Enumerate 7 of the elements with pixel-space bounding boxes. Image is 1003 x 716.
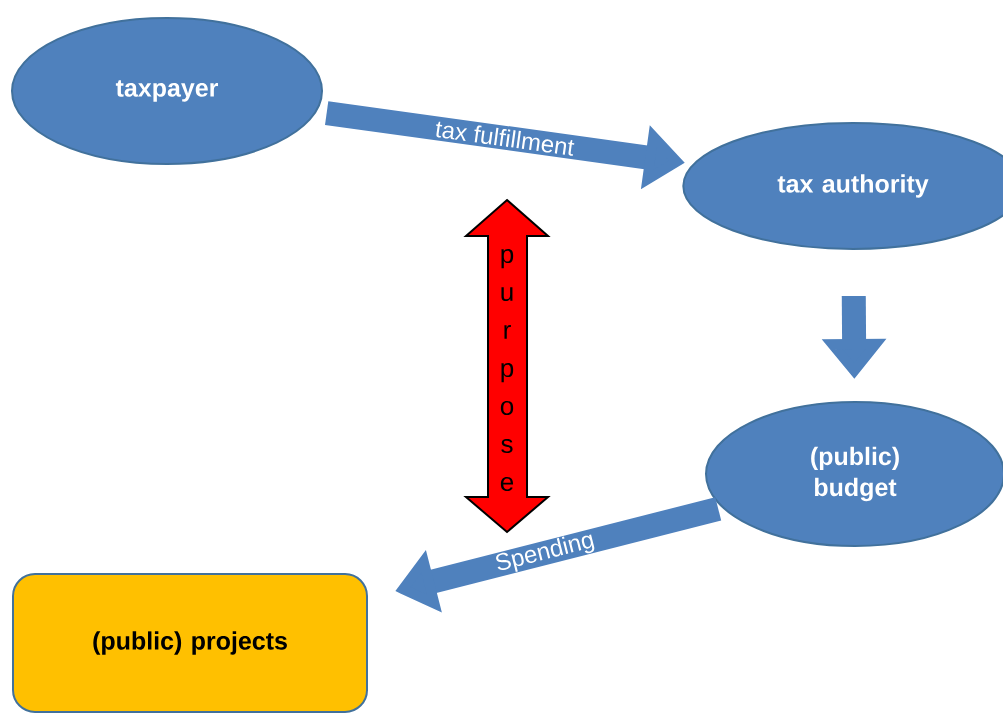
ellipse-node: (public) budget (705, 401, 1003, 547)
ellipse-node: taxpayer (11, 17, 323, 165)
vertical-label: purpose (500, 248, 514, 492)
edge-label: Spending (496, 534, 595, 572)
ellipse-node: tax authority (682, 122, 1003, 250)
rounded-box: (public) projects (12, 573, 368, 713)
edge-label: tax fulfillment (436, 121, 575, 156)
